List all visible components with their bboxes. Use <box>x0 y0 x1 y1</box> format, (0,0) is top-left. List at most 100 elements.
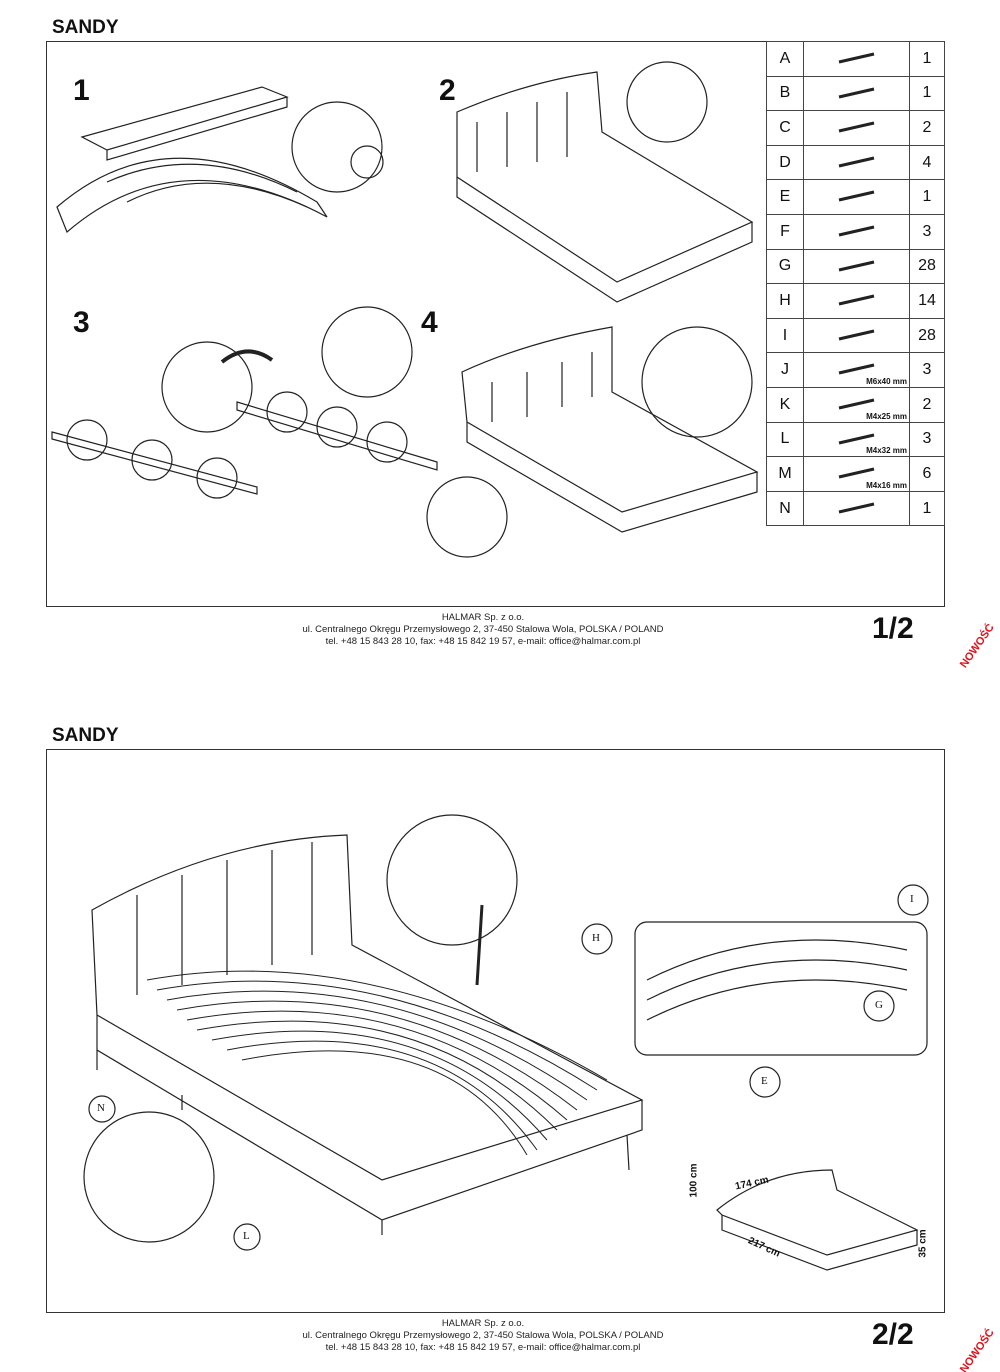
part-drawing-icon <box>838 294 875 306</box>
page-title: SANDY <box>52 725 119 746</box>
footer-address: ul. Centralnego Okręgu Przemysłowego 2, … <box>302 624 664 635</box>
dimension-leg: 35 cm <box>917 1229 929 1258</box>
part-letter: M <box>766 456 804 492</box>
callout-n: N <box>97 1102 105 1114</box>
part-row: I 28 <box>766 317 945 354</box>
part-icon <box>803 75 910 112</box>
part-letter: J <box>766 352 804 388</box>
part-icon <box>803 283 910 319</box>
part-drawing-icon <box>838 52 875 64</box>
part-icon: M4x16 mm <box>803 456 910 492</box>
part-drawing-icon <box>838 156 875 168</box>
page2-frame: H I G E N L 174 cm 100 cm 217 cm 35 cm <box>46 749 945 1313</box>
part-quantity: 14 <box>909 283 945 319</box>
part-letter: I <box>766 317 804 354</box>
page1-frame: 1 2 3 4 <box>46 41 945 607</box>
callout-i: I <box>910 893 914 905</box>
callout-l: L <box>243 1230 250 1242</box>
part-quantity: 1 <box>909 41 945 77</box>
page-number: 1/2 <box>872 612 914 645</box>
page-number: 2/2 <box>872 1318 914 1351</box>
part-drawing-icon <box>838 502 875 514</box>
callout-g: G <box>875 999 883 1011</box>
part-letter: F <box>766 213 804 250</box>
part-icon <box>803 248 910 285</box>
footer-address: ul. Centralnego Okręgu Przemysłowego 2, … <box>302 1330 664 1341</box>
part-letter: E <box>766 179 804 215</box>
footer: HALMAR Sp. z o.o. ul. Centralnego Okręgu… <box>250 612 716 648</box>
part-quantity: 2 <box>909 386 945 423</box>
part-drawing-icon <box>838 329 875 341</box>
part-drawing-icon <box>838 363 875 375</box>
step-number: 4 <box>421 306 438 339</box>
part-letter: N <box>766 490 804 527</box>
part-drawing-icon <box>838 260 875 272</box>
part-quantity: 3 <box>909 352 945 388</box>
part-icon: M4x32 mm <box>803 421 910 458</box>
part-quantity: 28 <box>909 317 945 354</box>
part-size: M4x25 mm <box>866 411 907 421</box>
part-quantity: 6 <box>909 456 945 492</box>
part-quantity: 3 <box>909 213 945 250</box>
part-size: M4x32 mm <box>866 446 907 456</box>
part-icon <box>803 317 910 354</box>
footer-contact: tel. +48 15 843 28 10, fax: +48 15 842 1… <box>325 636 641 647</box>
part-quantity: 2 <box>909 110 945 146</box>
dimension-height: 100 cm <box>688 1163 700 1198</box>
part-size: M4x16 mm <box>866 480 907 490</box>
part-drawing-icon <box>838 467 875 479</box>
part-quantity: 1 <box>909 75 945 112</box>
part-letter: H <box>766 283 804 319</box>
part-quantity: 4 <box>909 144 945 181</box>
footer-company: HALMAR Sp. z o.o. <box>441 1318 525 1329</box>
part-quantity: 1 <box>909 490 945 527</box>
part-letter: K <box>766 386 804 423</box>
part-letter: L <box>766 421 804 458</box>
part-quantity: 28 <box>909 248 945 285</box>
part-letter: A <box>766 41 804 77</box>
part-letter: D <box>766 144 804 181</box>
part-icon <box>803 179 910 215</box>
assembly-illustrations-page2 <box>83 814 929 1271</box>
part-letter: C <box>766 110 804 146</box>
part-letter: B <box>766 75 804 112</box>
part-icon: M6x40 mm <box>803 352 910 388</box>
new-badge: NOWOŚĆ <box>957 621 997 671</box>
part-letter: G <box>766 248 804 285</box>
new-badge: NOWOŚĆ <box>957 1326 997 1372</box>
part-quantity: 3 <box>909 421 945 458</box>
part-drawing-icon <box>838 121 875 133</box>
step-number: 3 <box>73 306 90 339</box>
part-row: G 28 <box>766 248 945 285</box>
footer-company: HALMAR Sp. z o.o. <box>441 612 525 623</box>
page-title: SANDY <box>52 17 119 38</box>
footer: HALMAR Sp. z o.o. ul. Centralnego Okręgu… <box>250 1318 716 1354</box>
assembly-illustrations-page1 <box>51 61 759 558</box>
callout-e: E <box>761 1075 768 1087</box>
callout-h: H <box>592 932 600 944</box>
step-number: 2 <box>439 74 456 107</box>
part-row: H 14 <box>766 283 945 319</box>
part-drawing-icon <box>838 87 875 99</box>
part-drawing-icon <box>838 225 875 237</box>
footer-contact: tel. +48 15 843 28 10, fax: +48 15 842 1… <box>325 1342 641 1353</box>
part-icon <box>803 41 910 77</box>
step-number: 1 <box>73 74 90 107</box>
part-icon <box>803 490 910 527</box>
part-quantity: 1 <box>909 179 945 215</box>
part-drawing-icon <box>838 398 875 410</box>
part-icon <box>803 213 910 250</box>
